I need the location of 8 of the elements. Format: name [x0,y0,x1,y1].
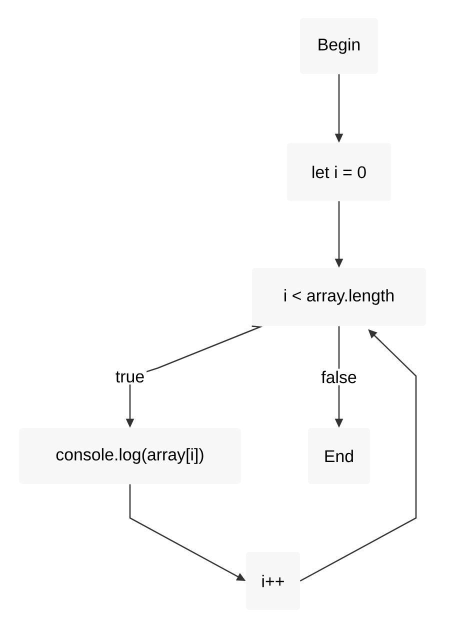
process-box: End [308,428,370,484]
edge-label: true [113,369,147,385]
process-box: Begin [300,18,378,74]
process-box: i++ [246,552,300,610]
edge-label: false [319,368,359,386]
process-box: console.log(array[i]) [19,428,241,484]
process-box: i < array.length [252,268,426,326]
process-box: let i = 0 [287,143,391,201]
